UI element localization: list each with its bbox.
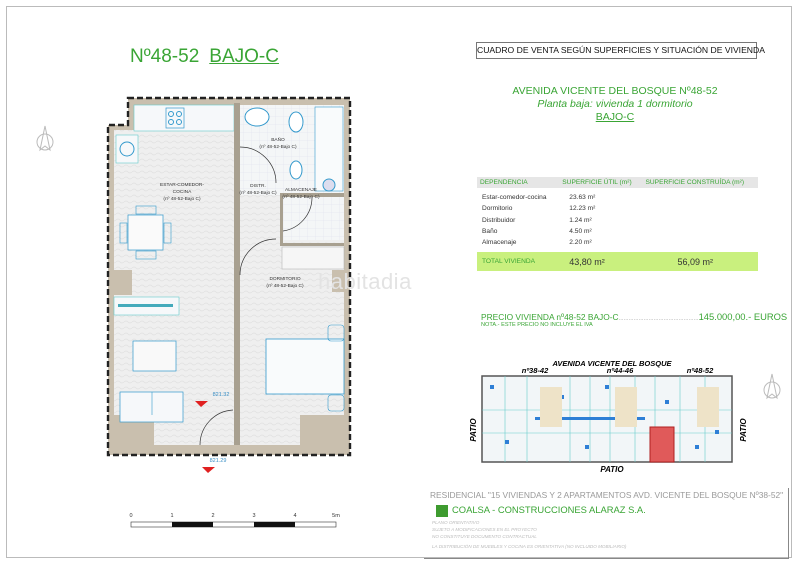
- svg-text:5m: 5m: [332, 513, 340, 519]
- svg-text:4: 4: [293, 513, 296, 519]
- price-note: NOTA.- ESTE PRECIO NO INCLUYE EL IVA: [481, 322, 593, 328]
- level-marker-icon: [195, 401, 208, 407]
- svg-text:3: 3: [252, 513, 255, 519]
- unit-code-label: BAJO-C: [595, 111, 635, 123]
- room-label-cocina: COCINA: [173, 189, 192, 195]
- project-name: RESIDENCIAL "15 VIVIENDAS Y 2 APARTAMENT…: [430, 490, 784, 500]
- patio-label-left: PATIO: [469, 418, 478, 442]
- level-marker-icon: [202, 467, 215, 473]
- unit-title: Nº48-52 BAJO-C: [130, 46, 279, 68]
- room-ref-bano: (nº 48-52-Bajo C): [259, 144, 297, 150]
- room-label-almacenaje: ALMACENAJE: [285, 187, 317, 193]
- footer-note: SUJETO A MODIFICACIONES EN EL PROYECTO: [432, 527, 537, 532]
- total-row: TOTAL VIVIENDA 43,80 m² 56,09 m²: [477, 252, 758, 272]
- highlighted-unit: [649, 426, 675, 463]
- level-label-interior: 821.32: [213, 392, 230, 398]
- room-ref-estar: (nº 48-52-Bajo C): [163, 196, 201, 202]
- site-block-label: nº38-42: [522, 366, 549, 375]
- footer-note: NO CONSTITUYE DOCUMENTO CONTRACTUAL: [432, 534, 537, 539]
- site-block-label: nº48-52: [687, 366, 714, 375]
- unit-code: BAJO-C: [209, 46, 279, 67]
- footer-box: [424, 488, 789, 559]
- company-name: COALSA - CONSTRUCCIONES ALARAZ S.A.: [452, 504, 646, 515]
- col-dependencia: DEPENDENCIA: [477, 177, 560, 188]
- level-label-exterior: 821.29: [210, 458, 227, 464]
- site-block-label: nº44-46: [607, 366, 634, 375]
- footer-note: LA DISTRIBUCIÓN DE MUEBLES Y COCINA ES O…: [432, 544, 627, 549]
- room-label-dormitorio: DORMITORIO: [269, 276, 300, 282]
- site-street-label: AVENIDA VICENTE DEL BOSQUE: [551, 359, 672, 368]
- room-label-bano: BAÑO: [271, 136, 285, 143]
- unit-number: Nº48-52: [130, 46, 200, 67]
- total-label: TOTAL VIVIENDA: [477, 252, 560, 272]
- room-ref-almacenaje: (nº 48-52-Bajo C): [282, 194, 320, 200]
- col-superficie-construida: SUPERFICIE CONSTRUÍDA (m²): [642, 177, 758, 188]
- site-plan: AVENIDA VICENTE DEL BOSQUE nº38-42 nº44-…: [469, 359, 748, 474]
- room-label-estar: ESTAR-COMEDOR-: [160, 182, 204, 188]
- scale-bar: 0 1 2 3 4 5m: [129, 513, 340, 528]
- room-label-distr: DISTR.: [250, 183, 266, 189]
- page-frame: [6, 6, 792, 558]
- north-compass-icon: [36, 125, 54, 152]
- unit-header: AVENIDA VICENTE DEL BOSQUE Nº48-52 Plant…: [470, 85, 760, 124]
- room-ref-dormitorio: (nº 48-52-Bajo C): [266, 283, 304, 289]
- price-line: PRECIO VIVIENDA nº48-52 BAJO-C..........…: [481, 311, 788, 322]
- svg-text:0: 0: [129, 513, 132, 519]
- surface-table: DEPENDENCIA SUPERFICIE ÚTIL (m²) SUPERFI…: [477, 177, 758, 272]
- price-amount: 145.000,00.- EUROS: [698, 311, 788, 322]
- svg-text:2: 2: [211, 513, 214, 519]
- col-superficie-util: SUPERFICIE ÚTIL (m²): [559, 177, 643, 188]
- room-ref-distr: (nº 48-52-Bajo C): [239, 190, 277, 196]
- north-compass-icon-site: [763, 373, 781, 400]
- sales-table-heading: CUADRO DE VENTA SEGÚN SUPERFICIES Y SITU…: [476, 42, 765, 59]
- total-construida: 56,09 m²: [642, 252, 758, 272]
- address: AVENIDA VICENTE DEL BOSQUE Nº48-52: [512, 85, 718, 97]
- svg-text:1: 1: [170, 513, 173, 519]
- total-util: 43,80 m²: [559, 252, 643, 272]
- patio-label-right: PATIO: [739, 418, 748, 442]
- unit-subtitle: Planta baja: vivienda 1 dormitorio: [537, 98, 693, 110]
- footer-note: PLANO ORIENTATIVO: [432, 520, 480, 525]
- price-label: PRECIO VIVIENDA nº48-52 BAJO-C: [481, 312, 619, 322]
- table-header: DEPENDENCIA SUPERFICIE ÚTIL (m²) SUPERFI…: [477, 177, 758, 188]
- patio-label-bottom: PATIO: [600, 465, 624, 474]
- watermark: habitadia: [318, 269, 412, 294]
- floor-plan: ESTAR-COMEDOR- COCINA (nº 48-52-Bajo C) …: [106, 96, 352, 528]
- company-logo: [436, 505, 448, 517]
